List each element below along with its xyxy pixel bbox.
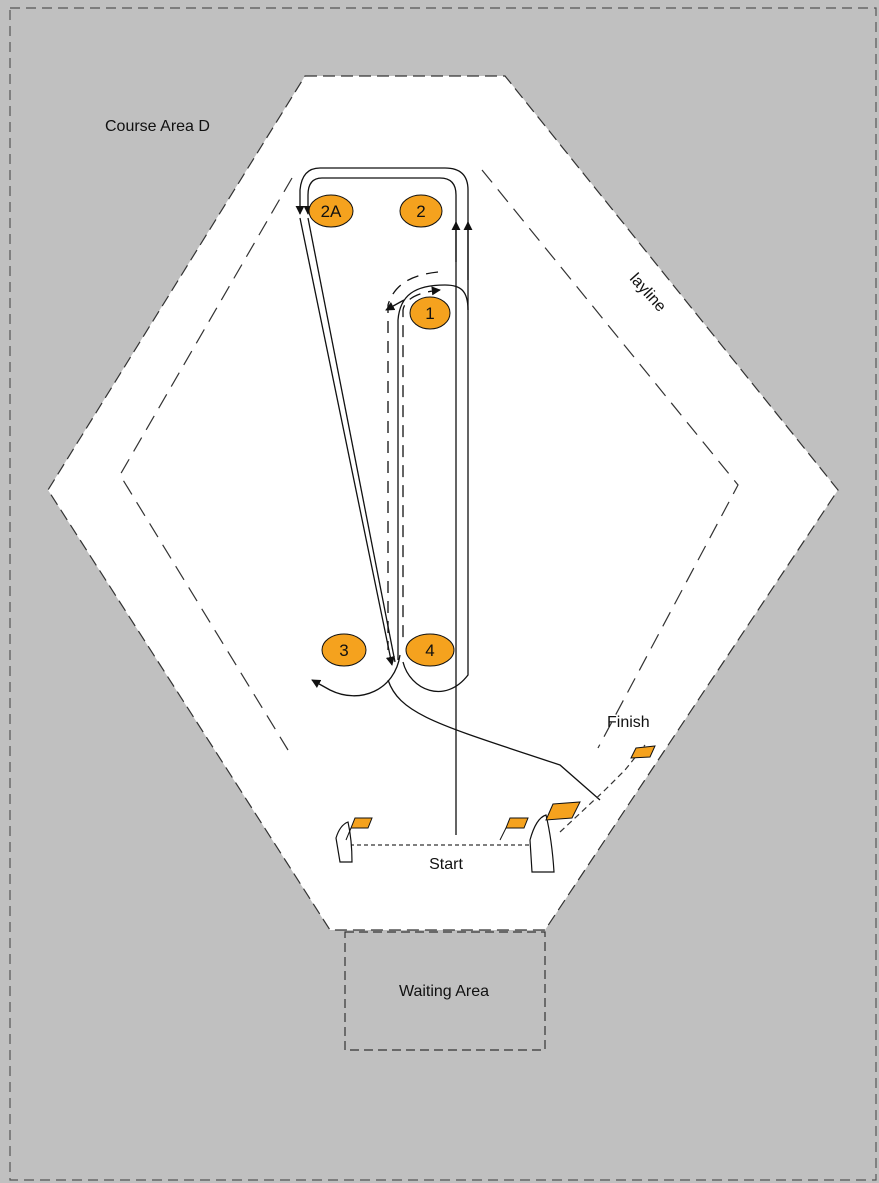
flag-icon-start-left [350, 817, 373, 829]
mark-3-label: 3 [339, 641, 348, 660]
course-area-label: Course Area D [105, 118, 210, 135]
flag-icon-start-right [505, 817, 529, 829]
mark-1-label: 1 [425, 304, 434, 323]
boat-icon-left [335, 821, 353, 863]
mark-2A: 2A [308, 194, 354, 228]
start-label: Start [429, 856, 463, 873]
leg-downwind-b [307, 217, 396, 663]
mark-2A-label: 2A [321, 202, 342, 221]
mark-4-label: 4 [425, 641, 434, 660]
mark-1: 1 [409, 296, 451, 330]
leg-round-3 [311, 654, 401, 697]
finish-label: Finish [607, 714, 650, 731]
mark-2-label: 2 [416, 202, 425, 221]
leg-around-2-outer [295, 167, 469, 280]
arrow-mark-1 [385, 299, 405, 311]
course-area-hexagon [47, 75, 839, 931]
layline-left [119, 177, 293, 751]
course-tracks [295, 167, 601, 835]
leg-to-finish [387, 679, 601, 801]
leg-dashed-b [402, 286, 441, 640]
leg-around-1 [397, 284, 469, 660]
flag-icon-finish-boat [545, 801, 581, 821]
leg-around-2-inner [303, 177, 457, 262]
leg-upwind-2 [402, 221, 473, 693]
waiting-area [344, 931, 546, 1051]
flags [345, 745, 656, 841]
leg-downwind-a [299, 217, 395, 666]
mark-4: 4 [405, 633, 455, 667]
page-border [9, 7, 877, 1181]
boat-icon-right [529, 814, 555, 873]
mark-2: 2 [399, 194, 443, 228]
waiting-area-label: Waiting Area [399, 983, 489, 1000]
mark-3: 3 [321, 633, 367, 667]
flag-icon-finish [630, 745, 656, 759]
layline-right [481, 169, 739, 749]
